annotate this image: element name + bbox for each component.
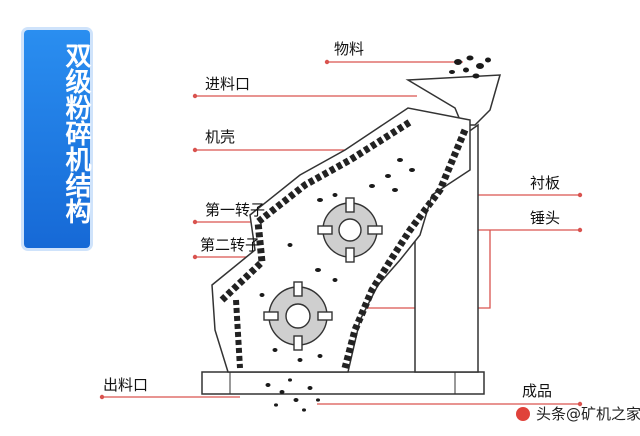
label-material: 物料: [334, 40, 365, 58]
first-rotor-shape: [317, 197, 383, 263]
base-frame: [201, 371, 485, 395]
label-feed-inlet: 进料口: [205, 75, 251, 93]
dot-product: [577, 401, 583, 407]
label-second-rotor: 第二转子: [200, 236, 261, 254]
material-particles: [259, 55, 491, 412]
dot-hammer: [577, 227, 583, 233]
liner-right: [341, 128, 469, 369]
dot-liner: [577, 192, 583, 198]
dot-second-rotor: [192, 254, 198, 260]
dot-feed-inlet: [192, 93, 198, 99]
liner-bottom: [233, 299, 243, 369]
label-first-rotor: 第一转子: [205, 201, 266, 219]
second-rotor-shape: [263, 281, 333, 351]
title-panel: 双级粉碎机结构: [24, 30, 91, 248]
label-casing: 机壳: [205, 128, 236, 146]
label-hammer: 锤头: [530, 209, 561, 227]
label-discharge-outlet: 出料口: [103, 376, 149, 394]
watermark: 头条@矿机之家: [516, 403, 640, 424]
label-liner: 衬板: [530, 174, 561, 192]
dot-discharge: [99, 394, 105, 400]
leader-hammer-2: [330, 230, 491, 309]
liner-left: [219, 119, 412, 303]
watermark-text: 头条@矿机之家: [536, 405, 640, 423]
feed-hopper: [405, 74, 502, 126]
diagram-title: 双级粉碎机结构: [61, 42, 91, 224]
red-circle-logo-icon: [516, 406, 530, 421]
dot-casing: [192, 147, 198, 153]
label-product: 成品: [522, 382, 553, 400]
leader-dots: [99, 59, 583, 407]
dot-material: [324, 59, 330, 65]
dot-first-rotor: [192, 219, 198, 225]
